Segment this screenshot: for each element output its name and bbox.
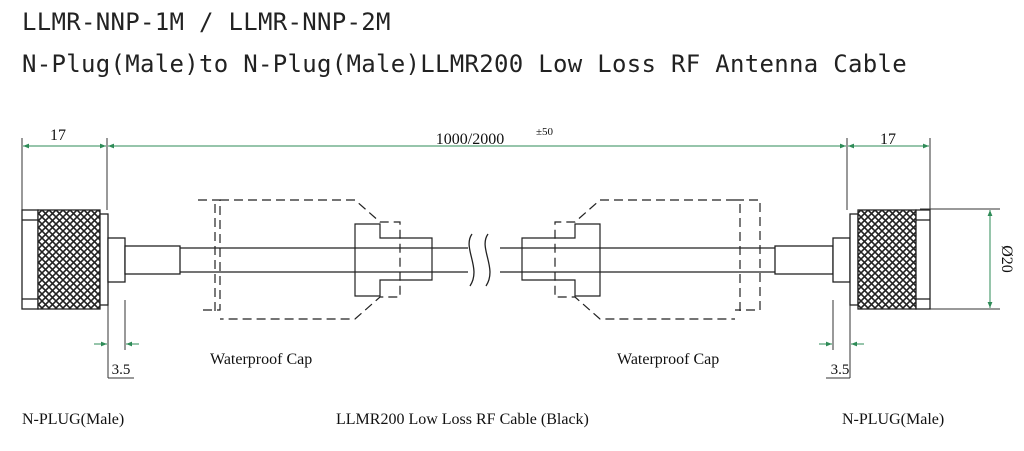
- part-number-title: LLMR-NNP-1M / LLMR-NNP-2M: [22, 8, 391, 36]
- left-crimp-ferrule: [124, 245, 181, 275]
- right-pin-dimension: 3.5: [831, 362, 850, 378]
- right-length-dimension: 17: [880, 131, 896, 148]
- left-waterproof-cap: [198, 199, 401, 320]
- right-n-plug: [774, 209, 931, 310]
- right-crimp-ferrule: [774, 245, 834, 275]
- right-waterproof-cap-label: Waterproof Cap: [617, 351, 719, 368]
- left-n-plug: [21, 209, 181, 310]
- right-nut-lip: [849, 213, 859, 306]
- cable-label: LLMR200 Low Loss RF Cable (Black): [336, 411, 589, 428]
- left-connector-label: N-PLUG(Male): [22, 411, 124, 428]
- extension-lines: [21, 138, 1000, 378]
- right-knurled-nut: [857, 209, 917, 310]
- left-nut-lip: [99, 213, 109, 306]
- left-plug-body: [107, 237, 126, 283]
- right-plug-body: [832, 237, 851, 283]
- left-knurled-nut: [37, 209, 101, 310]
- llmr200-cable: [180, 247, 775, 273]
- diameter-dimension: Ø20: [998, 245, 1015, 273]
- product-description-title: N-Plug(Male)to N-Plug(Male)LLMR200 Low L…: [22, 50, 907, 78]
- total-length-dimension: 1000/2000: [436, 131, 504, 148]
- dimension-lines: [23, 143, 993, 347]
- right-cable-sleeve: [521, 223, 601, 297]
- left-cable-sleeve: [354, 223, 433, 297]
- left-length-dimension: 17: [50, 127, 66, 144]
- left-pin-dimension: 3.5: [112, 362, 131, 378]
- left-waterproof-cap-label: Waterproof Cap: [210, 351, 312, 368]
- cable-break-marks: [468, 233, 491, 287]
- left-plug-flange: [21, 209, 39, 310]
- right-waterproof-cap: [554, 199, 761, 320]
- right-connector-label: N-PLUG(Male): [842, 411, 944, 428]
- right-plug-flange: [915, 209, 931, 310]
- length-tolerance: ±50: [536, 126, 554, 138]
